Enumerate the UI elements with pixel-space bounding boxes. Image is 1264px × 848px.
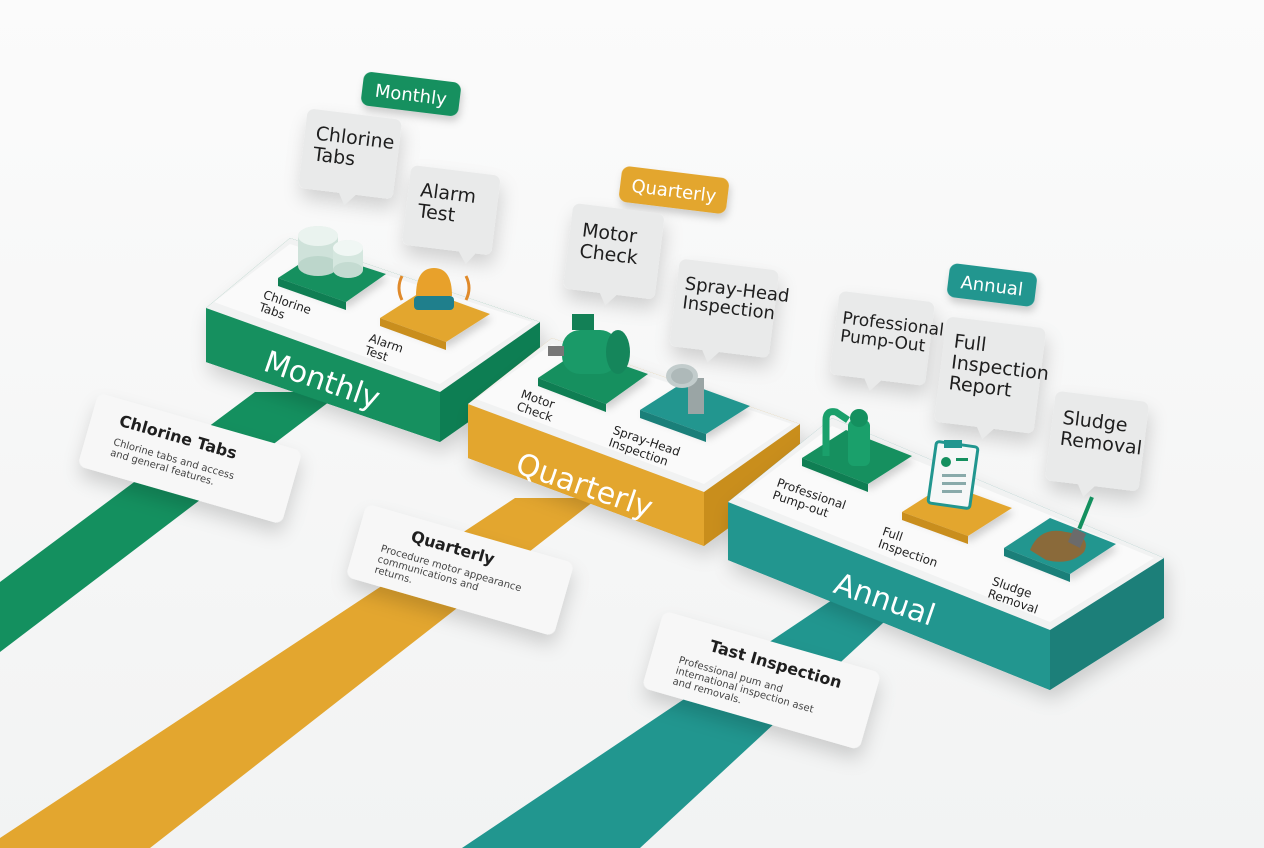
bubble-alarm-test: AlarmTest bbox=[402, 165, 500, 265]
bubble-chlorine-tabs: ChlorineTabs bbox=[298, 109, 402, 206]
bubble-sludge-removal: SludgeRemoval bbox=[1045, 391, 1149, 497]
bubble-text-0-line-1: Tabs bbox=[311, 143, 356, 170]
annual-tag: Annual bbox=[947, 263, 1037, 307]
bubble-motor-check-text: MotorCheck bbox=[578, 219, 641, 269]
bubble-professional-pump-out: ProfessionalPump-Out bbox=[830, 291, 945, 392]
task-label-5: Full bbox=[881, 524, 905, 544]
motor-icon bbox=[538, 314, 648, 412]
monthly-info-card: Chlorine Tabs Chlorine tabs and accessan… bbox=[79, 394, 301, 523]
bubble-text-5: Full bbox=[953, 330, 988, 356]
sludge-shovel-icon bbox=[1004, 496, 1116, 582]
bubble-spray-head: Spray-HeadInspection bbox=[670, 259, 791, 363]
quarterly-info-card: Quarterly Procedure motor appearancecomm… bbox=[347, 505, 573, 635]
annual-info-card: Tast Inspection Professional pum andinte… bbox=[643, 612, 880, 749]
bubble-full-inspection-report: FullInspectionReport bbox=[934, 317, 1050, 440]
chlorine-tablet-icon bbox=[278, 226, 386, 310]
pump-icon bbox=[802, 408, 912, 492]
spray-head-icon bbox=[640, 364, 750, 442]
bubble-text-1-line-1: Test bbox=[416, 200, 457, 227]
bubble-pump-out-text: ProfessionalPump-Out bbox=[839, 308, 945, 358]
clipboard-report-icon bbox=[902, 440, 1012, 544]
quarterly-tag: Quarterly bbox=[619, 166, 729, 214]
bubble-motor-check: MotorCheck bbox=[563, 203, 664, 306]
monthly-tag: Monthly bbox=[361, 72, 461, 116]
alarm-beacon-icon bbox=[380, 268, 490, 350]
bubble-alarm-test-text: AlarmTest bbox=[416, 179, 478, 229]
